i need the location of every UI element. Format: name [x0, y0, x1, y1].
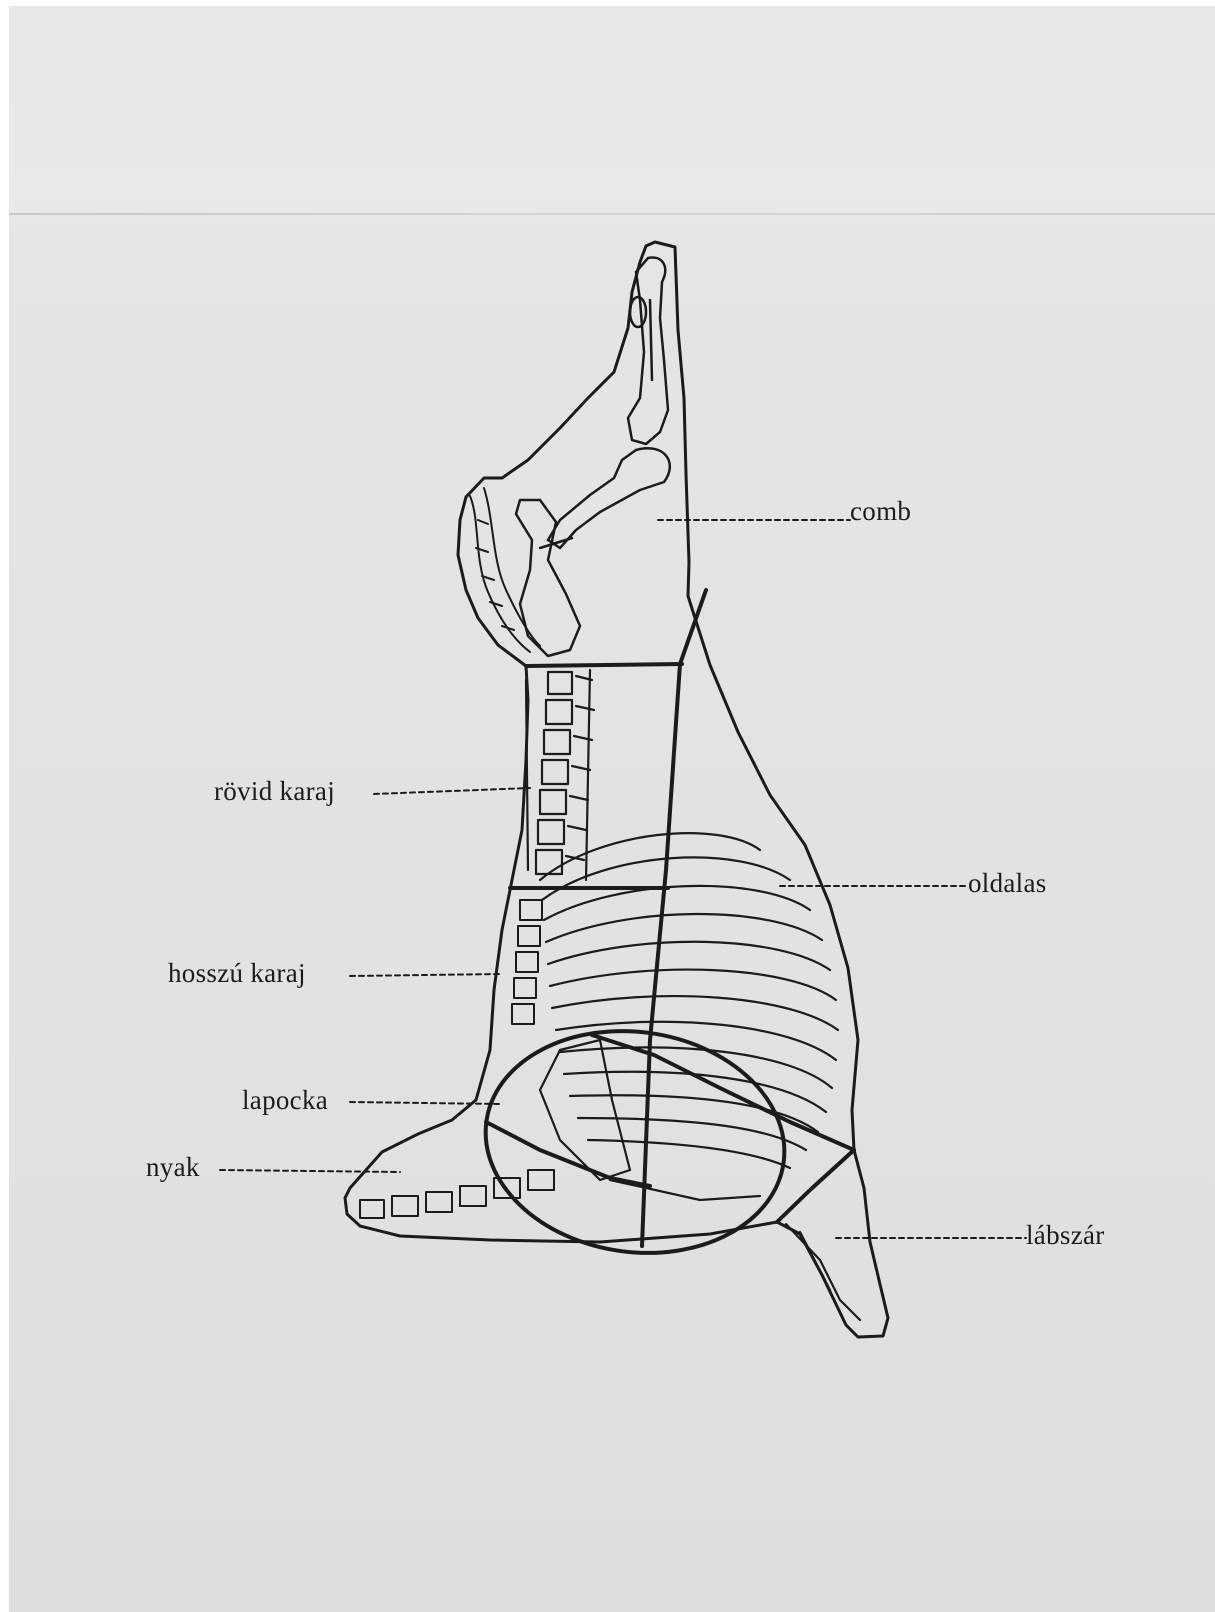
spine-vertebrae [526, 670, 594, 880]
thoracic-vertebrae [512, 900, 542, 1024]
leg-bones [516, 258, 670, 656]
label-oldalas: oldalas [968, 868, 1047, 899]
carcass-outline [345, 242, 888, 1337]
label-nyak: nyak [146, 1152, 200, 1183]
label-rovid-karaj: rövid karaj [214, 776, 335, 807]
leader-lines [220, 520, 1026, 1238]
shoulder-bones [540, 1040, 860, 1320]
leader-hosszu-karaj [350, 974, 500, 976]
leader-rovid-karaj [374, 788, 530, 794]
leader-lapocka [350, 1102, 500, 1104]
label-hosszu-karaj: hosszú karaj [168, 958, 306, 989]
label-labszar: lábszár [1026, 1220, 1105, 1251]
ribs [540, 833, 838, 1168]
label-lapocka: lapocka [242, 1085, 328, 1116]
leader-nyak [220, 1170, 400, 1172]
label-comb: comb [850, 496, 911, 527]
